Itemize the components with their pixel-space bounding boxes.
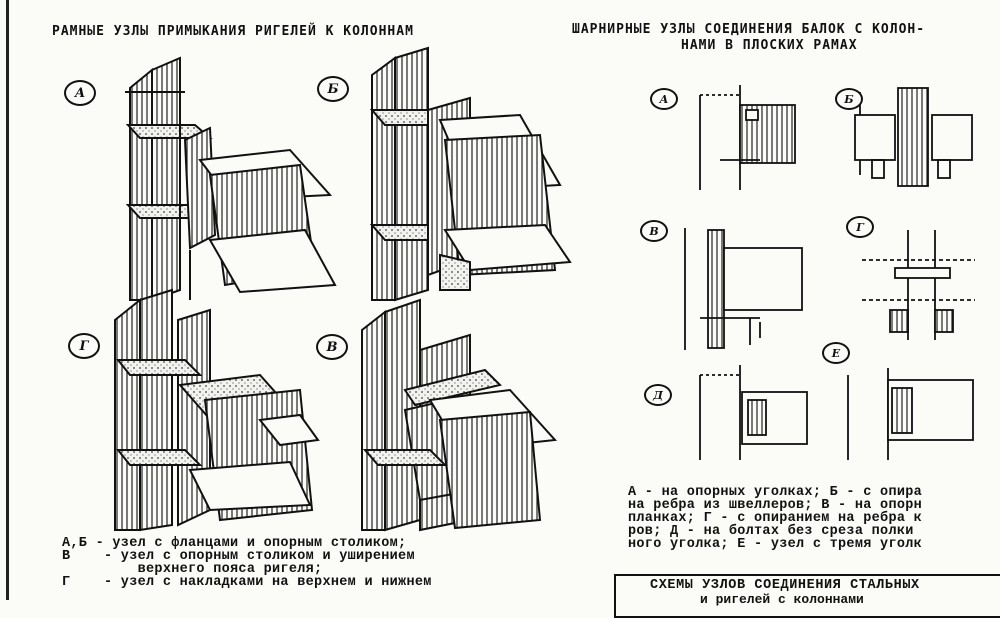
schemes-title: СХЕМЫ УЗЛОВ СОЕДИНЕНИЯ СТАЛЬНЫХ bbox=[650, 578, 920, 593]
right-panel-title-line2: НАМИ В ПЛОСКИХ РАМАХ bbox=[681, 38, 858, 53]
drawing-sheet: РАМНЫЕ УЗЛЫ ПРИМЫКАНИЯ РИГЕЛЕЙ К КОЛОННА… bbox=[6, 0, 1000, 618]
line-drawings bbox=[114, 46, 975, 532]
right-panel-title-line1: ШАРНИРНЫЕ УЗЛЫ СОЕДИНЕНИЯ БАЛОК С КОЛОН- bbox=[572, 22, 926, 37]
left-panel-caption: А,Б - узел с фланцами и опорным столиком… bbox=[62, 536, 432, 590]
label-hinge-v: В bbox=[640, 220, 668, 242]
node-g-drawing bbox=[114, 288, 320, 532]
label-node-v: В bbox=[316, 334, 348, 360]
sheet-border bbox=[6, 0, 9, 600]
label-node-b: Б bbox=[317, 76, 349, 102]
node-v-drawing bbox=[361, 298, 558, 532]
right-schematics bbox=[684, 85, 975, 460]
left-panel-title: РАМНЫЕ УЗЛЫ ПРИМЫКАНИЯ РИГЕЛЕЙ К КОЛОННА… bbox=[52, 24, 414, 39]
label-node-g: Г bbox=[68, 333, 100, 359]
label-hinge-b: Б bbox=[835, 88, 863, 110]
label-hinge-g: Г bbox=[846, 216, 874, 238]
label-hinge-d: Д bbox=[644, 384, 672, 406]
right-panel-caption: А - на опорных уголках; Б - с опира на р… bbox=[628, 485, 923, 552]
label-hinge-a: А bbox=[650, 88, 678, 110]
label-hinge-e: Е bbox=[822, 342, 850, 364]
node-b-drawing bbox=[369, 46, 572, 302]
label-node-a: А bbox=[64, 80, 96, 106]
node-a-drawing bbox=[125, 56, 337, 302]
